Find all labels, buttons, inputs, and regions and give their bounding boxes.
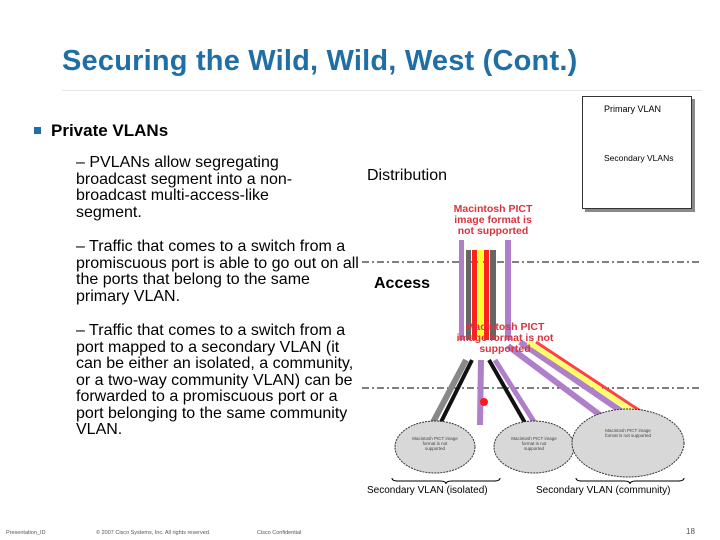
- footer-confidential: Cisco Confidential: [257, 530, 302, 536]
- cloud-community: [571, 408, 685, 478]
- access-label: Access: [374, 275, 431, 292]
- caption-isolated: Secondary VLAN (isolated): [367, 485, 488, 496]
- caption-community: Secondary VLAN (community): [536, 485, 671, 496]
- cloud-isolated-1: [394, 420, 476, 474]
- blocked-icon: [480, 398, 488, 406]
- subpoint-3: – Traffic that comes to a switch from a …: [76, 322, 354, 438]
- legend-secondary-label: Secondary VLANs: [604, 153, 674, 163]
- cloud-placeholder-text-2: Macintosh PICT image format is not suppo…: [511, 436, 557, 451]
- isolated-links: [427, 358, 541, 430]
- subpoint-2: – Traffic that comes to a switch from a …: [76, 238, 359, 305]
- brace-isolated: [391, 477, 501, 485]
- missing-image-placeholder-1: Macintosh PICT image format is not suppo…: [453, 203, 533, 237]
- uplink-bundle: [459, 240, 511, 340]
- bullet-private-vlans: Private VLANs: [34, 121, 168, 141]
- title-divider: [62, 90, 702, 91]
- page-number: 18: [686, 527, 695, 536]
- legend-primary-label: Primary VLAN: [604, 104, 662, 114]
- cloud-placeholder-text-3: Macintosh PICT image format is not suppo…: [604, 428, 652, 438]
- footer-presentation-id: Presentation_ID: [6, 530, 46, 536]
- bullet-square-icon: [34, 127, 41, 134]
- bullet-text: Private VLANs: [51, 121, 169, 140]
- cloud-placeholder-text-1: Macintosh PICT image format is not suppo…: [412, 436, 458, 451]
- brace-community: [575, 477, 685, 485]
- footer-copyright: © 2007 Cisco Systems, Inc. All rights re…: [96, 530, 211, 536]
- missing-image-placeholder-2: Macintosh PICT image format is not suppo…: [456, 321, 554, 355]
- vlan-legend: [582, 96, 692, 209]
- subpoint-1: – PVLANs allow segregating broadcast seg…: [76, 154, 293, 221]
- top-band: [0, 0, 720, 13]
- slide-title: Securing the Wild, Wild, West (Cont.): [62, 45, 578, 77]
- distribution-label: Distribution: [367, 167, 448, 184]
